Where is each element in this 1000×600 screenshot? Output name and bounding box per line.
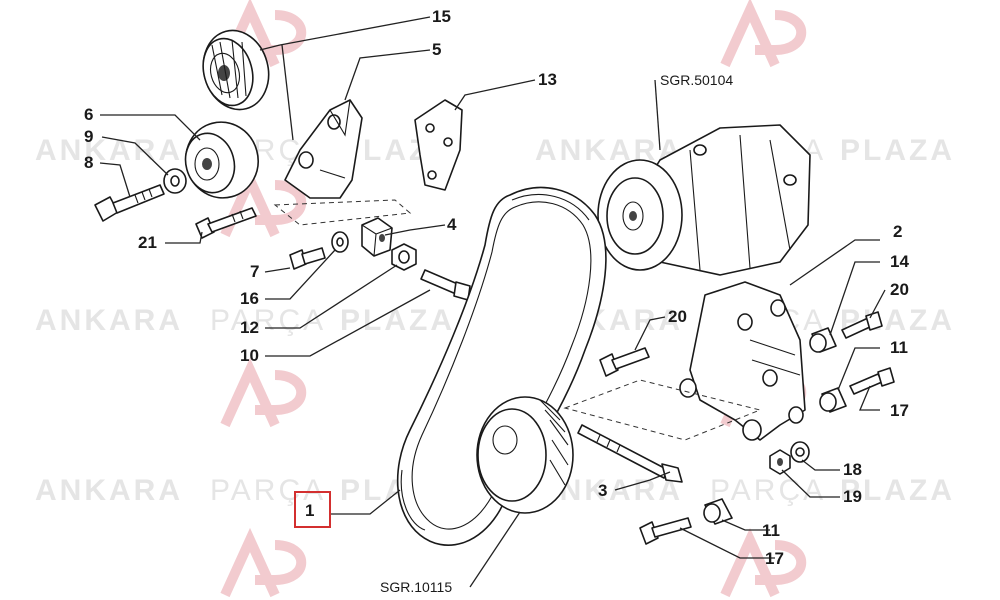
callout-7: 7 — [250, 262, 259, 281]
bolt-20-right — [841, 311, 883, 339]
callout-11-lower: 11 — [762, 521, 780, 540]
bolt-21 — [195, 207, 257, 239]
leader-lines — [99, 16, 886, 588]
idler-pulley-15 — [202, 29, 270, 111]
callout-9: 9 — [84, 127, 93, 146]
bracket-13 — [414, 99, 463, 191]
washer-9 — [163, 168, 187, 194]
callout-16: 16 — [240, 289, 259, 308]
callout-5: 5 — [432, 40, 441, 59]
callout-20-right: 20 — [890, 280, 909, 299]
bolt-17-upper — [849, 367, 895, 395]
callout-labels: 15 5 13 6 9 8 21 4 7 16 12 10 2 14 20 20… — [84, 7, 909, 568]
callout-19: 19 — [843, 487, 862, 506]
callout-2: 2 — [893, 222, 902, 241]
sleeve-11-lower — [703, 498, 733, 525]
spacer-block-4 — [361, 217, 393, 257]
callout-13: 13 — [538, 70, 557, 89]
watermark-word: PLAZA — [340, 304, 455, 337]
tensioner-bracket-5 — [284, 99, 363, 199]
watermark-word: ANKARA — [535, 134, 683, 167]
callout-21: 21 — [138, 233, 157, 252]
watermark-logo — [220, 357, 307, 428]
callout-10: 10 — [240, 346, 259, 365]
highlight-box — [294, 491, 331, 528]
bolt-10 — [420, 269, 471, 301]
poly-v-belt-1 — [396, 186, 607, 546]
nut-19 — [769, 449, 791, 475]
watermark-word: ANKARA — [35, 134, 183, 167]
callout-4: 4 — [447, 215, 457, 234]
nut-12 — [391, 243, 417, 271]
long-bolt-3 — [577, 424, 683, 483]
callout-20-left: 20 — [668, 307, 687, 326]
crankshaft-pulley — [476, 396, 574, 514]
ref-pulley: SGR.10115 — [380, 579, 452, 595]
watermark-logo — [720, 527, 807, 598]
washer-18 — [790, 441, 810, 463]
callout-8: 8 — [84, 153, 93, 172]
bolt-7 — [289, 247, 326, 270]
watermark-word: ANKARA — [35, 474, 183, 507]
bolt-20-left — [599, 347, 650, 377]
callout-3: 3 — [598, 481, 607, 500]
watermark-row: ANKARA PARÇA PLAZA ANKARA PARÇA PLAZA — [35, 134, 955, 167]
reference-labels: SGR.50104 SGR.10115 — [380, 72, 733, 595]
bolt-17-lower — [639, 517, 692, 545]
watermark-word: PARÇA — [210, 474, 326, 507]
watermark-word: PARÇA — [710, 474, 826, 507]
callout-1: 1 — [305, 501, 314, 520]
bolt-8 — [94, 184, 165, 222]
idler-roller-6 — [184, 121, 259, 199]
watermark-logo — [220, 527, 307, 598]
callout-11-upper: 11 — [890, 338, 908, 357]
callout-15: 15 — [432, 7, 451, 26]
ac-compressor — [597, 124, 811, 276]
watermark-word: PLAZA — [840, 474, 955, 507]
callout-14: 14 — [890, 252, 909, 271]
callout-12: 12 — [240, 318, 259, 337]
highlighted-callout-1[interactable]: 1 — [294, 491, 331, 528]
mounting-bracket-2 — [679, 281, 806, 441]
watermark-logo — [720, 0, 807, 68]
ref-compressor: SGR.50104 — [660, 72, 733, 88]
watermark-word: PLAZA — [840, 134, 955, 167]
callout-17-upper: 17 — [890, 401, 909, 420]
watermark-word: PARÇA — [210, 304, 326, 337]
alignment-guide — [273, 199, 412, 226]
watermark-word: ANKARA — [35, 304, 183, 337]
washer-16 — [331, 231, 349, 253]
callout-6: 6 — [84, 105, 93, 124]
sleeve-11-upper — [819, 387, 847, 413]
callout-18: 18 — [843, 460, 862, 479]
callout-17-lower: 17 — [765, 549, 784, 568]
alignment-guide — [563, 379, 762, 441]
